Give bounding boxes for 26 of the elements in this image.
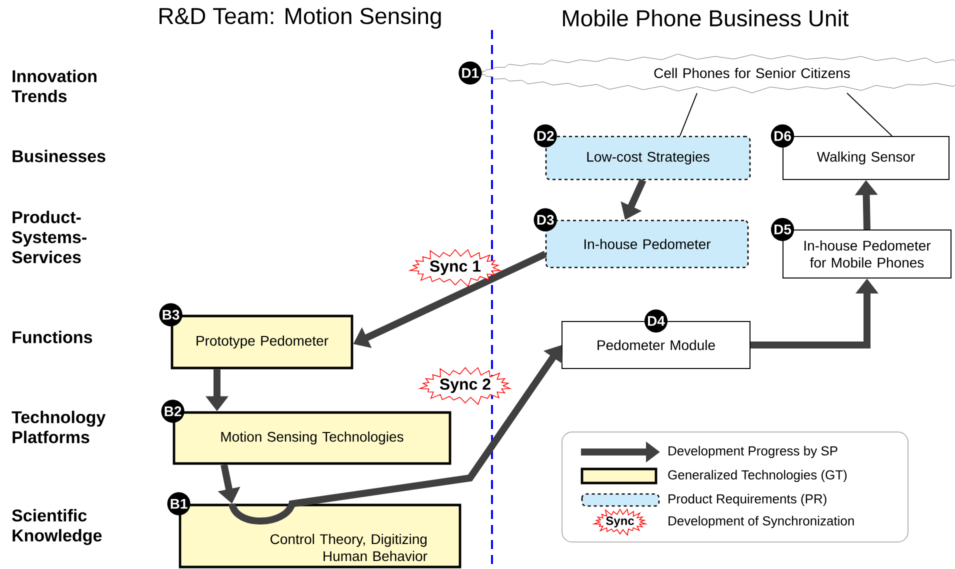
id-badge: D4 bbox=[644, 309, 668, 333]
connector-line bbox=[846, 92, 892, 136]
legend-burst: Sync bbox=[592, 508, 648, 536]
legend-text: Development of Synchronization bbox=[668, 516, 854, 528]
column-title: Mobile Phone Business Unit bbox=[563, 10, 849, 26]
id-badge: D5 bbox=[770, 218, 794, 242]
id-badge: B1 bbox=[167, 492, 190, 516]
id-badge: B2 bbox=[161, 400, 184, 423]
row-heading: Product-Systems-Services bbox=[12, 210, 86, 264]
id-badge: D3 bbox=[534, 208, 557, 232]
id-badge: D6 bbox=[770, 124, 794, 148]
connector-line bbox=[680, 92, 698, 136]
row-heading: Businesses bbox=[12, 150, 106, 162]
id-badge: B3 bbox=[159, 303, 182, 326]
id-badge: D1 bbox=[458, 61, 482, 85]
sync-burst: Sync 1 bbox=[408, 249, 502, 288]
row-heading: Technology Platforms bbox=[12, 410, 106, 444]
legend-text: Development Progress by SP bbox=[668, 446, 838, 458]
sync-burst: Sync 2 bbox=[418, 367, 512, 406]
legend-text: Product Requirements (PR) bbox=[668, 494, 826, 506]
row-heading: Functions bbox=[12, 330, 92, 344]
id-badge: D2 bbox=[534, 124, 557, 148]
column-title: R&D Team: Motion Sensing bbox=[160, 7, 441, 29]
row-heading: Innovation Trends bbox=[12, 70, 96, 102]
row-heading: Scientific Knowledge bbox=[12, 509, 102, 545]
legend-text: Generalized Technologies (GT) bbox=[668, 470, 847, 482]
